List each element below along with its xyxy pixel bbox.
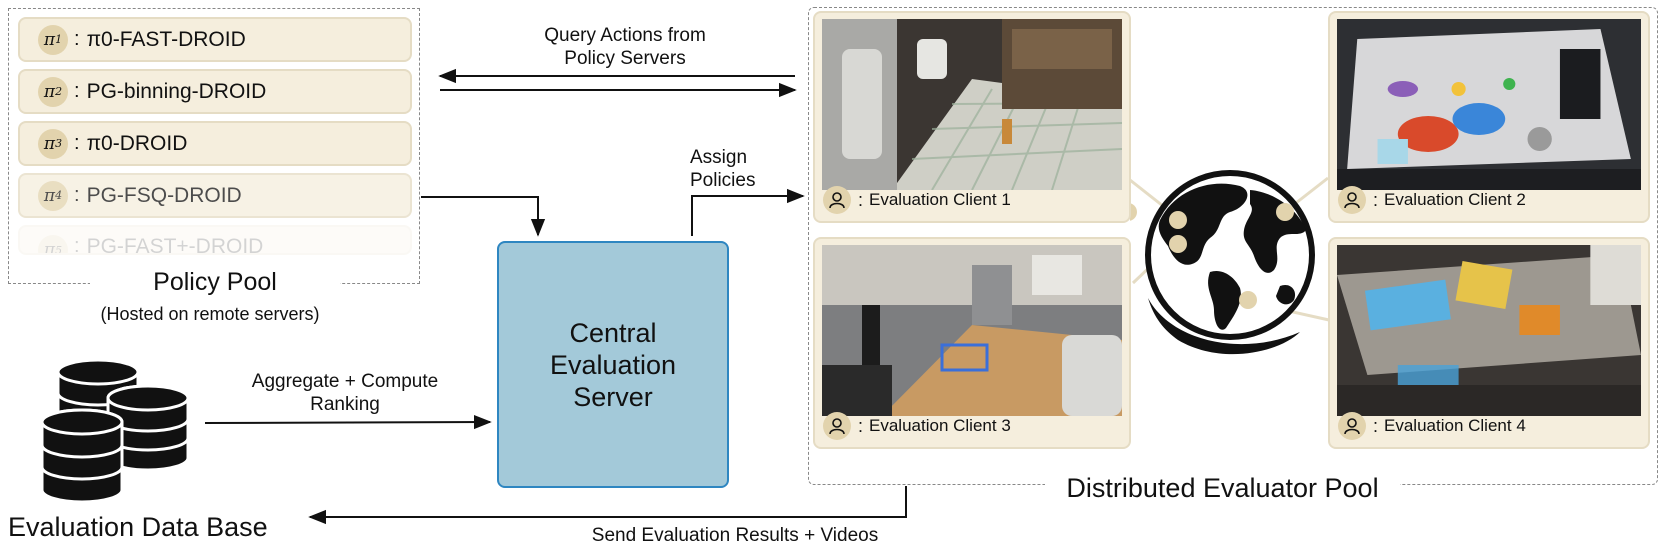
policy-pool-title: Policy Pool — [90, 268, 340, 297]
client-2-camera-image — [1337, 19, 1641, 190]
policy-label-1: π0-FAST-DROID — [86, 27, 246, 51]
globe-icon — [1130, 170, 1315, 355]
policy-pool-subtitle: (Hosted on remote servers) — [100, 304, 320, 324]
server-label: Central Evaluation Server — [549, 317, 677, 412]
client-1-label: Evaluation Client 1 — [869, 190, 1011, 209]
client-3-camera-image — [822, 245, 1122, 416]
assign-policies-label: Assign Policies — [690, 147, 756, 191]
policy-label-4: PG-FSQ-DROID — [86, 183, 242, 207]
client-1-footer: : Evaluation Client 1 — [823, 185, 1011, 215]
client-3-footer: : Evaluation Client 3 — [823, 411, 1011, 441]
aggregate-arrow — [204, 414, 492, 430]
query-actions-label: Query Actions from Policy Servers — [544, 25, 706, 69]
client-1-camera-image — [822, 19, 1122, 190]
client-4-label: Evaluation Client 4 — [1384, 416, 1526, 435]
user-icon — [1338, 186, 1366, 214]
pool-to-server-arrow — [421, 196, 546, 237]
send-results-arrow — [308, 486, 907, 525]
client-2-label: Evaluation Client 2 — [1384, 190, 1526, 209]
user-icon — [1338, 412, 1366, 440]
policy-label-2: PG-binning-DROID — [86, 79, 267, 103]
evaluator-pool-title: Distributed Evaluator Pool — [1045, 473, 1400, 504]
client-3-label: Evaluation Client 3 — [869, 416, 1011, 435]
policy-label-3: π0-DROID — [86, 131, 188, 155]
database-title: Evaluation Data Base — [8, 512, 268, 542]
evaluation-client-4: : Evaluation Client 4 — [1328, 237, 1650, 449]
evaluation-client-1: : Evaluation Client 1 — [813, 11, 1131, 223]
assign-policies-arrow — [691, 188, 805, 236]
central-evaluation-server: Central Evaluation Server — [497, 241, 729, 488]
client-2-footer: : Evaluation Client 2 — [1338, 185, 1526, 215]
evaluation-client-2: : Evaluation Client 2 — [1328, 11, 1650, 223]
policy-label-5: PG-FAST+-DROID — [86, 235, 264, 255]
user-icon — [823, 412, 851, 440]
database-icon — [40, 360, 190, 504]
aggregate-label: Aggregate + Compute Ranking — [251, 371, 439, 415]
client-4-camera-image — [1337, 245, 1641, 416]
send-results-label: Send Evaluation Results + Videos — [591, 525, 879, 546]
client-4-footer: : Evaluation Client 4 — [1338, 411, 1526, 441]
user-icon — [823, 186, 851, 214]
evaluation-client-3: : Evaluation Client 3 — [813, 237, 1131, 449]
